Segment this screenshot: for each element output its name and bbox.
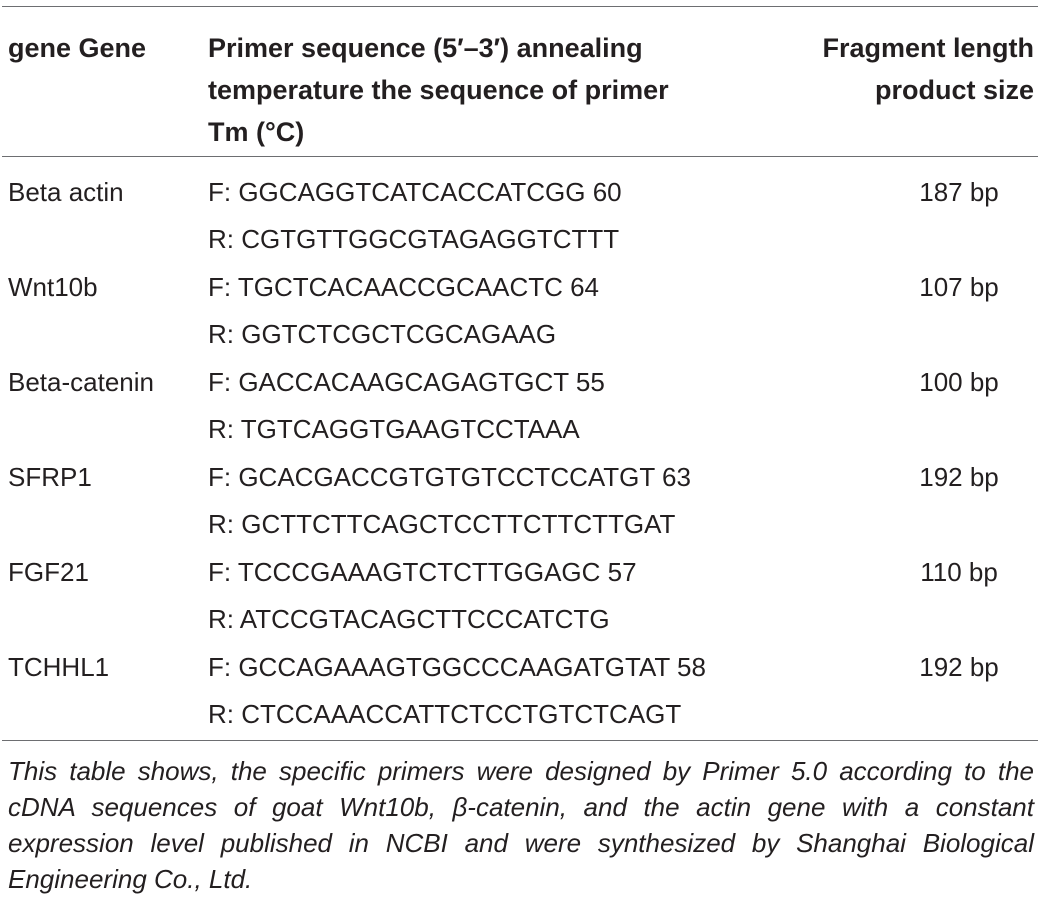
- header-primer: Primer sequence (5′–3′) annealing temper…: [208, 7, 768, 156]
- primer-cell: F: GACCACAAGCAGAGTGCT 55 R: TGTCAGGTGAAG…: [208, 359, 768, 454]
- gene-cell: FGF21: [8, 557, 89, 587]
- header-primer-line3: Tm (°C): [208, 117, 305, 147]
- table-row: SFRP1 F: GCACGACCGTGTGTCCTCCATGT 63 R: G…: [0, 454, 1040, 549]
- forward-primer: F: GACCACAAGCAGAGTGCT 55: [208, 367, 605, 397]
- forward-primer: F: TCCCGAAAGTCTCTTGGAGC 57: [208, 557, 637, 587]
- reverse-primer: R: CTCCAAACCATTCTCCTGTCTCAGT: [208, 699, 682, 729]
- primer-cell: F: GCCAGAAAGTGGCCCAAGATGTAT 58 R: CTCCAA…: [208, 644, 768, 739]
- table-footnote: This table shows, the specific primers w…: [8, 756, 1034, 894]
- forward-primer: F: GGCAGGTCATCACCATCGG 60: [208, 177, 622, 207]
- primer-cell: F: GCACGACCGTGTGTCCTCCATGT 63 R: GCTTCTT…: [208, 454, 768, 549]
- gene-cell: SFRP1: [8, 462, 92, 492]
- table-row: TCHHL1 F: GCCAGAAAGTGGCCCAAGATGTAT 58 R:…: [0, 644, 1040, 739]
- table-top-rule: [2, 6, 1038, 7]
- reverse-primer: R: CGTGTTGGCGTAGAGGTCTTT: [208, 224, 620, 254]
- table-row: Wnt10b F: TGCTCACAACCGCAACTC 64 R: GGTCT…: [0, 264, 1040, 359]
- table-body: Beta actin F: GGCAGGTCATCACCATCGG 60 R: …: [0, 157, 1040, 740]
- gene-cell: TCHHL1: [8, 652, 110, 682]
- table-row: Beta-catenin F: GACCACAAGCAGAGTGCT 55 R:…: [0, 359, 1040, 454]
- footer-rule: [2, 740, 1038, 741]
- reverse-primer: R: GGTCTCGCTCGCAGAAG: [208, 319, 557, 349]
- table-row: FGF21 F: TCCCGAAAGTCTCTTGGAGC 57 R: ATCC…: [0, 549, 1040, 644]
- header-fragment: Fragment length product size: [768, 7, 1040, 156]
- table-row: Beta actin F: GGCAGGTCATCACCATCGG 60 R: …: [0, 169, 1040, 264]
- header-fragment-line1: Fragment length: [822, 33, 1034, 63]
- reverse-primer: R: TGTCAGGTGAAGTCCTAAA: [208, 414, 580, 444]
- forward-primer: F: GCACGACCGTGTGTCCTCCATGT 63: [208, 462, 691, 492]
- size-cell: 100 bp: [919, 367, 999, 397]
- size-cell: 110 bp: [920, 557, 998, 587]
- size-cell: 107 bp: [919, 272, 999, 302]
- header-rule: [2, 156, 1038, 157]
- gene-cell: Beta actin: [8, 177, 124, 207]
- header-gene: gene Gene: [8, 33, 147, 63]
- reverse-primer: R: GCTTCTTCAGCTCCTTCTTCTTGAT: [208, 509, 676, 539]
- header-primer-line1: Primer sequence (5′–3′) annealing: [208, 33, 643, 63]
- primer-cell: F: TGCTCACAACCGCAACTC 64 R: GGTCTCGCTCGC…: [208, 264, 768, 359]
- header-primer-line2: temperature the sequence of primer: [208, 75, 669, 105]
- gene-cell: Wnt10b: [8, 272, 98, 302]
- primer-cell: F: TCCCGAAAGTCTCTTGGAGC 57 R: ATCCGTACAG…: [208, 549, 768, 644]
- reverse-primer: R: ATCCGTACAGCTTCCCATCTG: [208, 604, 610, 634]
- forward-primer: F: TGCTCACAACCGCAACTC 64: [208, 272, 600, 302]
- size-cell: 187 bp: [919, 177, 999, 207]
- primer-cell: F: GGCAGGTCATCACCATCGG 60 R: CGTGTTGGCGT…: [208, 169, 768, 264]
- forward-primer: F: GCCAGAAAGTGGCCCAAGATGTAT 58: [208, 652, 706, 682]
- header-fragment-line2: product size: [874, 75, 1034, 105]
- size-cell: 192 bp: [919, 652, 999, 682]
- table-header: gene Gene Primer sequence (5′–3′) anneal…: [0, 7, 1040, 156]
- gene-cell: Beta-catenin: [8, 367, 154, 397]
- size-cell: 192 bp: [919, 462, 999, 492]
